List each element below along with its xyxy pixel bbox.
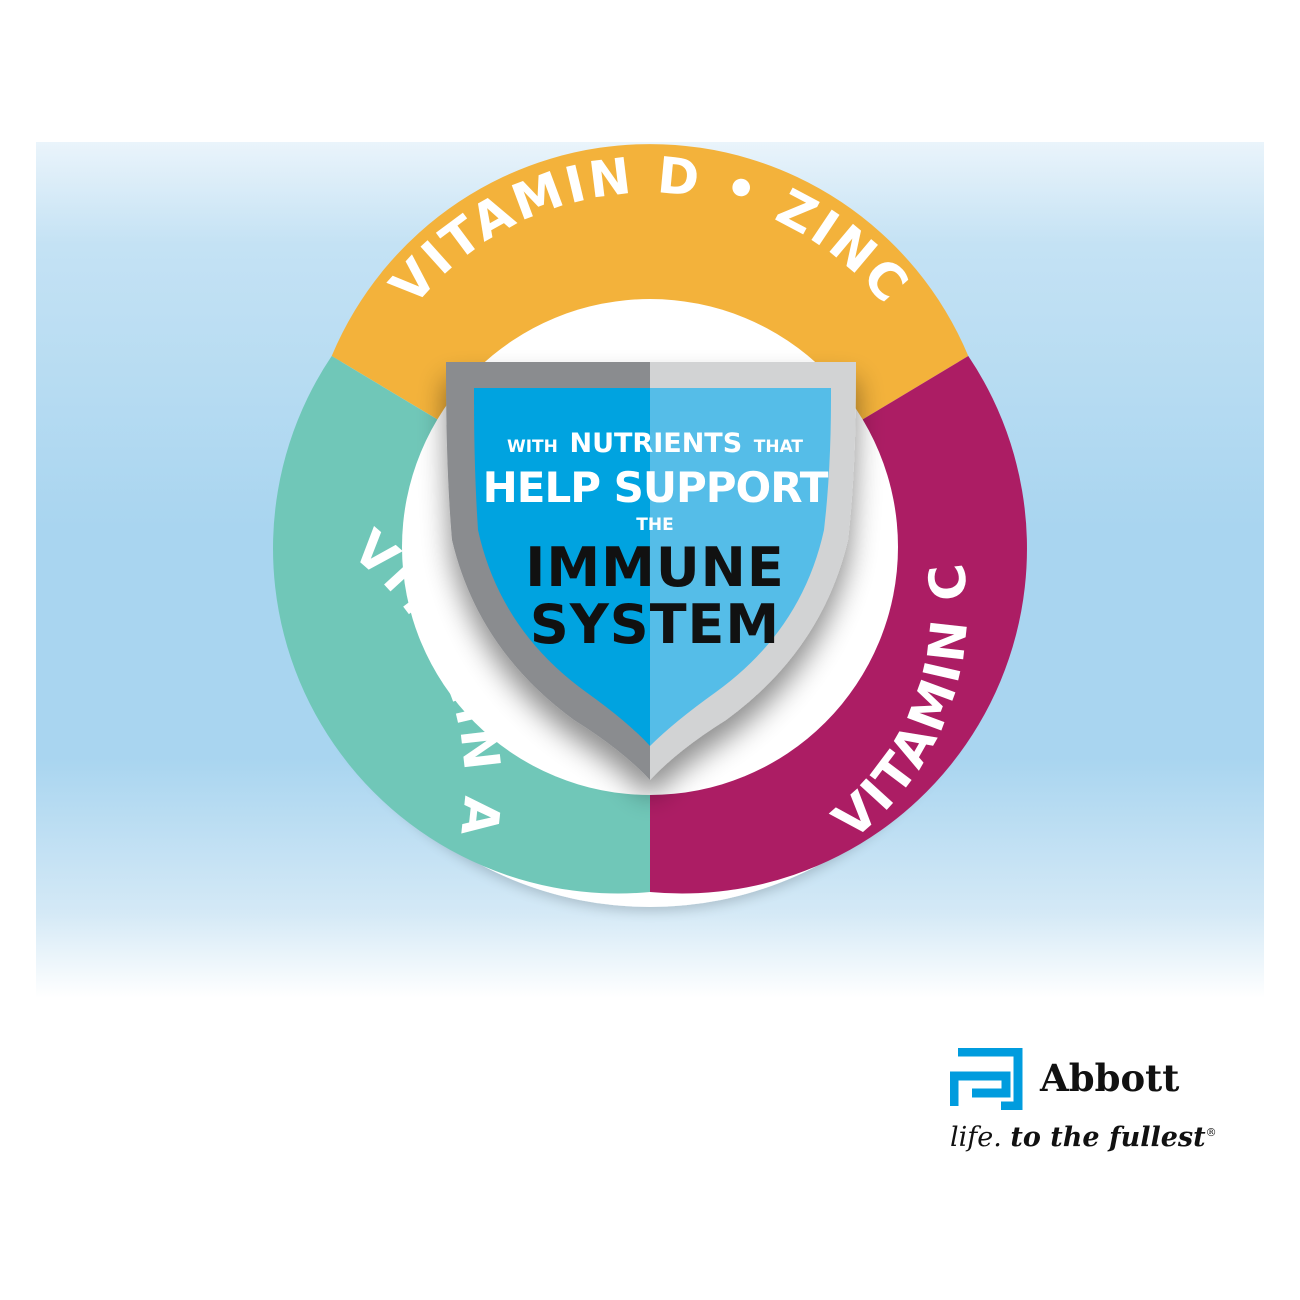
shield-headline-line3: THE bbox=[636, 515, 673, 535]
tagline-to-the-fullest: to the fullest bbox=[1010, 1122, 1206, 1153]
brand-name: Abbott bbox=[1040, 1056, 1180, 1100]
abbott-brand: Abbott life. to the fullest® bbox=[946, 1048, 1217, 1168]
shield-headline-line2: HELP SUPPORT bbox=[483, 463, 829, 512]
registered-mark: ® bbox=[1205, 1126, 1217, 1139]
tagline-life: life. bbox=[950, 1122, 1002, 1153]
shield-headline-system: SYSTEM bbox=[530, 593, 780, 656]
shield-icon bbox=[446, 362, 856, 780]
brand-tagline: life. to the fullest® bbox=[950, 1122, 1217, 1153]
shield-face-left bbox=[474, 388, 650, 746]
abbott-logo-icon bbox=[950, 1048, 1023, 1110]
shield-face-right bbox=[650, 388, 831, 746]
shield-headline-immune: IMMUNE bbox=[525, 536, 785, 599]
shield-headline-line1: WITH NUTRIENTS THAT bbox=[507, 428, 803, 459]
